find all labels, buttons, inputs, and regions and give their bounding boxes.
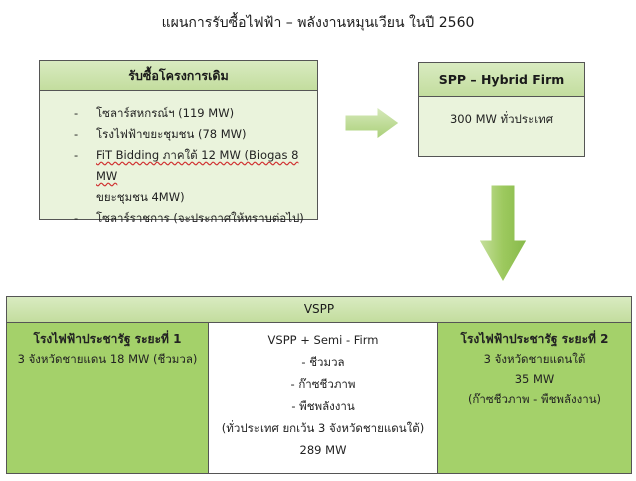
vspp-phase-1-column: โรงไฟฟ้าประชารัฐ ระยะที่ 1 3 จังหวัดชายแ… (7, 323, 209, 473)
vspp-semi-firm-column: VSPP + Semi - Firm - ชีวมวล - ก๊าซชีวภาพ… (209, 323, 438, 473)
vspp-columns: โรงไฟฟ้าประชารัฐ ระยะที่ 1 3 จังหวัดชายแ… (7, 323, 631, 473)
spp-hybrid-firm-box: SPP – Hybrid Firm 300 MW ทั่วประเทศ (418, 62, 585, 157)
existing-projects-box: รับซื้อโครงการเดิม -โซลาร์สหกรณ์ฯ (119 M… (39, 60, 318, 225)
semi-firm-title: VSPP + Semi - Firm (267, 333, 379, 347)
list-item: -โซลาร์สหกรณ์ฯ (119 MW) (74, 106, 235, 120)
arrow-right-icon (344, 106, 400, 140)
spp-header: SPP – Hybrid Firm (419, 63, 584, 97)
vspp-phase-2-column: โรงไฟฟ้าประชารัฐ ระยะที่ 2 3 จังหวัดชายแ… (438, 323, 631, 473)
spp-body: 300 MW ทั่วประเทศ (419, 97, 584, 156)
phase-2-capacity: 35 MW (514, 372, 555, 386)
semi-firm-capacity: 289 MW (299, 443, 347, 457)
existing-projects-header: รับซื้อโครงการเดิม (40, 61, 317, 91)
existing-projects-body: -โซลาร์สหกรณ์ฯ (119 MW) -โรงไฟฟ้าขยะชุมช… (40, 91, 317, 225)
page-title: แผนการรับซื้อไฟฟ้า – พลังงานหมุนเวียน ใน… (161, 15, 475, 31)
phase-2-fuel: (ก๊าซชีวภาพ - พืชพลังงาน) (467, 392, 602, 406)
semi-firm-item: - ก๊าซชีวภาพ (290, 377, 356, 391)
phase-1-detail: 3 จังหวัดชายแดน 18 MW (ชีวมวล) (17, 352, 198, 366)
vspp-header: VSPP (7, 297, 631, 323)
semi-firm-item: - ชีวมวล (301, 355, 345, 369)
phase-1-title: โรงไฟฟ้าประชารัฐ ระยะที่ 1 (33, 332, 182, 346)
existing-projects-list: -โซลาร์สหกรณ์ฯ (119 MW) -โรงไฟฟ้าขยะชุมช… (74, 103, 309, 229)
semi-firm-scope: (ทั่วประเทศ ยกเว้น 3 จังหวัดชายแดนใต้) (221, 421, 425, 435)
list-item: -โซลาร์ราชการ (จะประกาศให้ทราบต่อไป) (74, 211, 304, 225)
vspp-box: VSPP โรงไฟฟ้าประชารัฐ ระยะที่ 1 3 จังหวั… (6, 296, 632, 474)
arrow-down-icon (478, 184, 528, 284)
list-item: -โรงไฟฟ้าขยะชุมชน (78 MW) (74, 127, 247, 141)
semi-firm-item: - พืชพลังงาน (291, 399, 355, 413)
phase-2-area: 3 จังหวัดชายแดนใต้ (483, 352, 586, 366)
phase-2-title: โรงไฟฟ้าประชารัฐ ระยะที่ 2 (460, 332, 609, 346)
